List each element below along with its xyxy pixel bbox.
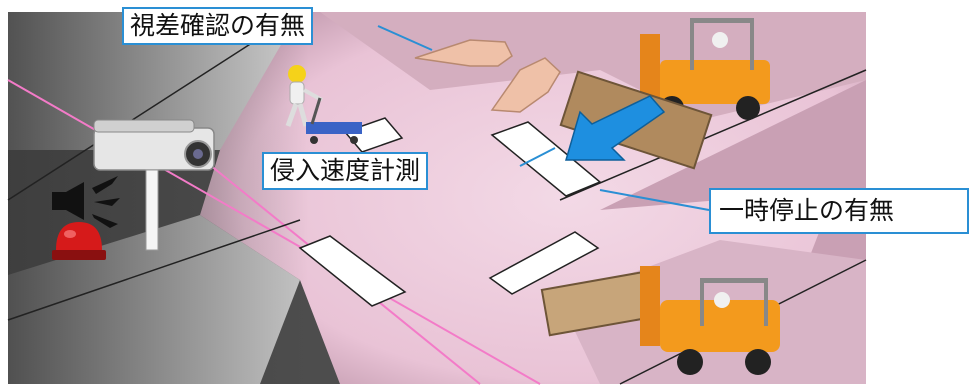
crosswalk [298,117,602,307]
callout-speed-measurement: 侵入速度計測 [262,152,429,190]
callout-visual-check: 視差確認の有無 [122,7,314,45]
callout-pointer-visual [377,25,433,51]
warning-lamp-icon [52,222,106,260]
road-boundary-line [7,219,301,321]
callout-pointer-speed [519,147,556,167]
forklift-bottom-icon [540,266,780,375]
camera-icon [93,119,215,251]
road-boundary-line [559,69,867,201]
worker-with-cart-icon [285,65,362,144]
pointing-hands-icon [414,39,561,113]
direction-arrow-icon [565,95,666,161]
callout-pointer-stop [599,189,710,211]
callout-stop-check: 一時停止の有無 [709,188,969,234]
speaker-icon [52,176,120,228]
